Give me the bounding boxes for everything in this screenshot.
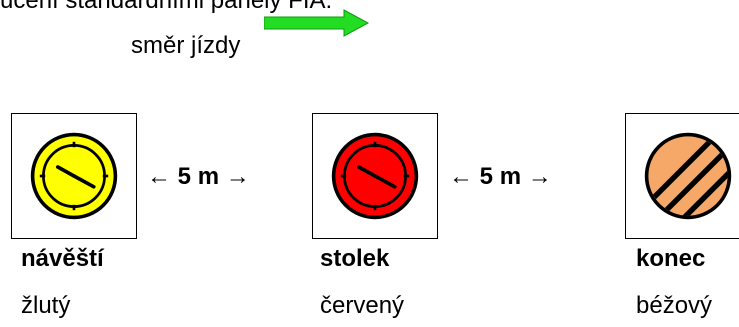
direction-label: směr jízdy <box>131 32 241 59</box>
panel-name-table: stolek <box>320 245 390 272</box>
panel-name-end: konec <box>636 245 706 272</box>
panel-color-table: červený <box>320 292 405 319</box>
clock-icon <box>30 132 118 220</box>
direction-arrow-icon <box>263 8 374 43</box>
panel-color-notice: žlutý <box>21 292 71 319</box>
end-restriction-icon <box>644 132 732 220</box>
header-text: ucení standardními panely FIA: <box>0 0 333 14</box>
distance-label-1: ← 5 m → <box>147 163 250 190</box>
panel-name-notice: návěští <box>21 245 104 272</box>
panel-end <box>625 113 739 239</box>
direction-arrow-shape <box>263 9 370 37</box>
panel-table <box>312 113 438 239</box>
panel-color-end: béžový <box>636 292 713 319</box>
clock-icon <box>331 132 419 220</box>
distance-label-2: ← 5 m → <box>449 163 552 190</box>
panel-notice <box>11 113 137 239</box>
